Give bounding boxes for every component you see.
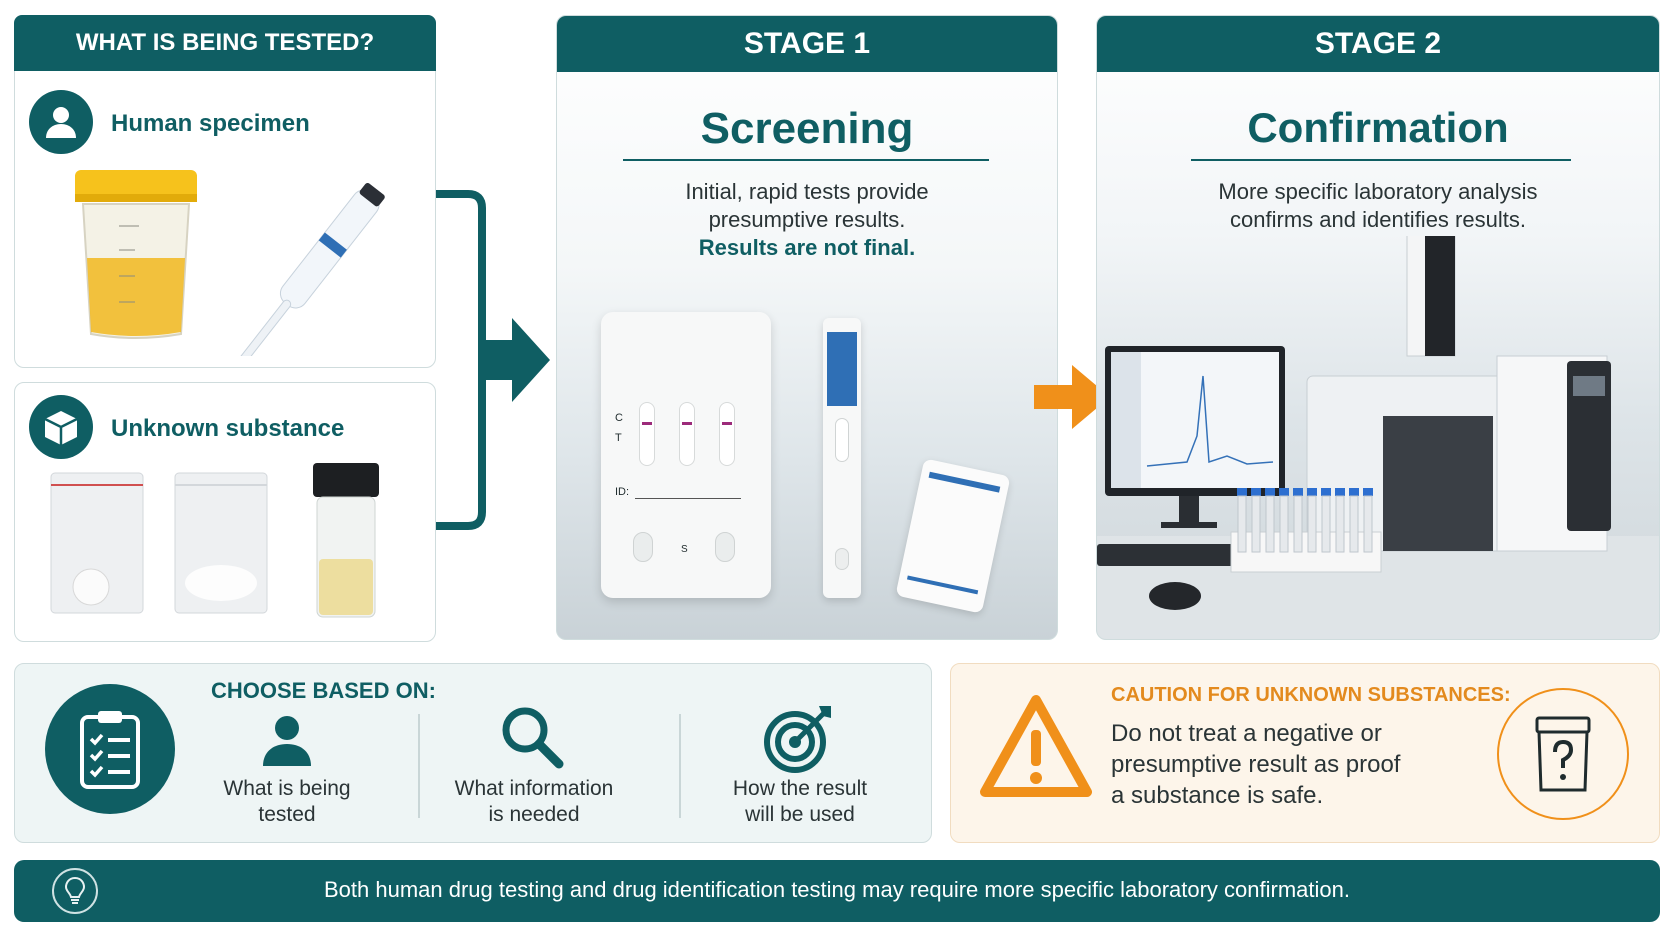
confirmation-title: Confirmation	[1247, 104, 1509, 151]
choose-heading: CHOOSE BASED ON:	[211, 678, 436, 703]
choose-item-1-line1: What is being	[223, 777, 351, 800]
screening-emphasis: Results are not final.	[698, 235, 916, 260]
box-icon	[29, 395, 93, 459]
confirmation-desc-line1: More specific laboratory analysis	[1218, 179, 1538, 204]
cassette-t-label: T	[615, 432, 622, 444]
laboratory-instruments-image	[1097, 236, 1659, 639]
test-cassette: C T ID: S	[601, 312, 771, 598]
footer-banner: Both human drug testing and drug identif…	[14, 860, 1660, 922]
choose-item-3: How the result will be used	[695, 776, 905, 828]
choose-item-1: What is being tested	[182, 776, 392, 828]
orange-arrow	[1034, 365, 1110, 429]
caution-panel: CAUTION FOR UNKNOWN SUBSTANCES: Do not t…	[950, 663, 1660, 843]
cassette-id-label: ID:	[615, 486, 630, 498]
choose-item-1-line2: tested	[258, 803, 316, 826]
magnifier-icon	[499, 704, 565, 775]
target-icon	[763, 702, 835, 779]
person-icon	[29, 90, 93, 154]
separator	[679, 714, 681, 818]
cassette-s-label: S	[681, 544, 688, 555]
choose-item-3-line2: will be used	[745, 803, 855, 826]
caution-text: Do not treat a negative or presumptive r…	[1111, 718, 1400, 811]
cassette-c-label: C	[615, 412, 623, 424]
caution-line2: presumptive result as proof	[1111, 751, 1401, 778]
what-is-tested-header: WHAT IS BEING TESTED?	[14, 15, 436, 71]
connector-arrow	[436, 190, 550, 530]
choose-based-on-panel: CHOOSE BASED ON: What is being tested Wh…	[14, 663, 932, 843]
stage1-panel: STAGE 1 Screening Initial, rapid tests p…	[556, 15, 1058, 640]
screening-desc-line1: Initial, rapid tests provide	[685, 179, 929, 204]
screening-desc-line2: presumptive results.	[708, 207, 906, 232]
person-icon	[259, 712, 315, 773]
human-specimen-card: Human specimen	[14, 15, 436, 368]
confirmation-desc-line2: confirms and identifies results.	[1230, 207, 1526, 232]
stage1-header: STAGE 1	[557, 16, 1057, 72]
warning-icon	[979, 694, 1093, 803]
choose-item-2-line2: is needed	[488, 803, 580, 826]
stage2-header: STAGE 2	[1097, 16, 1659, 72]
specimen-samples-image	[75, 170, 385, 356]
human-specimen-label: Human specimen	[111, 110, 310, 137]
test-strip	[823, 318, 861, 598]
stage2-panel: STAGE 2 Confirmation More specific labor…	[1096, 15, 1660, 640]
unknown-substance-label: Unknown substance	[111, 415, 345, 442]
test-card	[895, 458, 1011, 614]
choose-item-2: What information is needed	[429, 776, 639, 828]
lightbulb-icon	[52, 868, 98, 914]
separator	[418, 714, 420, 818]
substance-samples-image	[50, 463, 379, 618]
confirmation-rule	[1191, 159, 1571, 161]
question-bag-icon	[1497, 688, 1629, 820]
choose-item-3-line1: How the result	[732, 777, 868, 800]
caution-line3: a substance is safe.	[1111, 782, 1324, 809]
unknown-substance-card: Unknown substance	[14, 382, 436, 642]
footer-text: Both human drug testing and drug identif…	[324, 877, 1350, 902]
caution-heading: CAUTION FOR UNKNOWN SUBSTANCES:	[1111, 684, 1511, 706]
screening-title: Screening	[700, 104, 914, 153]
caution-line1: Do not treat a negative or	[1111, 720, 1382, 747]
screening-rule	[623, 159, 989, 161]
choose-item-2-line1: What information	[454, 777, 614, 800]
clipboard-icon	[45, 684, 175, 814]
